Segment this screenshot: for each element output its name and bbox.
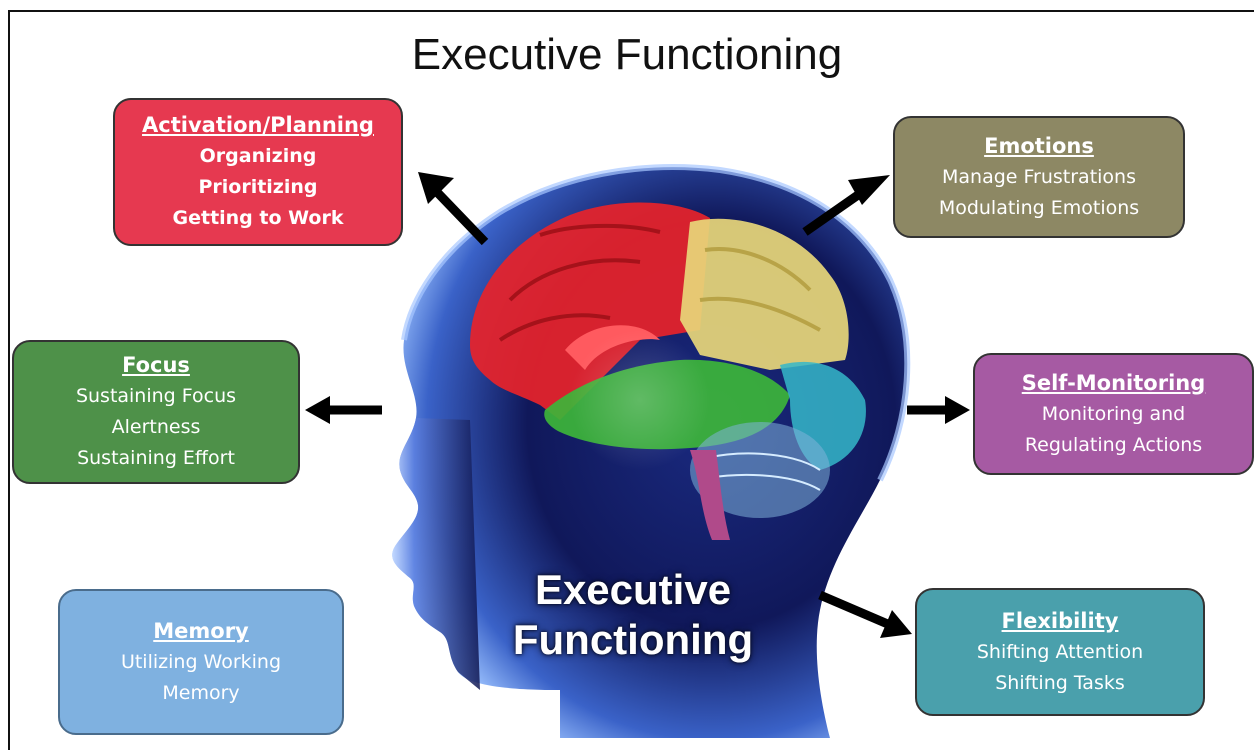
brain-stem (690, 450, 730, 540)
arrows (305, 172, 970, 638)
arrow-emotions (802, 175, 890, 236)
flexibility-box: Flexibility Shifting Attention Shifting … (915, 588, 1205, 716)
box-line: Modulating Emotions (938, 196, 1140, 219)
brain (470, 202, 866, 540)
focus-box: Focus Sustaining Focus Alertness Sustain… (12, 340, 300, 484)
center-label-line2: Functioning (512, 616, 754, 663)
box-line: Sustaining Focus (75, 385, 237, 407)
box-line: Organizing (199, 145, 317, 167)
arrow-focus (305, 396, 382, 424)
box-heading: Focus (122, 353, 190, 377)
center-label: Executive Functioning (468, 565, 798, 665)
box-line: Utilizing Working (120, 650, 282, 673)
box-heading: Memory (153, 618, 249, 643)
box-line: Regulating Actions (1024, 433, 1203, 456)
box-line: Alertness (111, 416, 201, 438)
box-line: Getting to Work (172, 207, 344, 229)
diagram-title: Executive Functioning (411, 30, 843, 79)
box-line: Shifting Tasks (995, 671, 1125, 694)
box-line: Prioritizing (198, 176, 318, 198)
activation-planning-box: Activation/Planning Organizing Prioritiz… (113, 98, 403, 246)
parietal-lobe (680, 218, 849, 370)
box-heading: Self-Monitoring (1021, 370, 1206, 395)
box-line: Sustaining Effort (77, 447, 235, 469)
box-line: Monitoring and (1041, 402, 1186, 425)
box-heading: Emotions (984, 133, 1094, 158)
center-label-line1: Executive (534, 566, 732, 613)
box-line: Shifting Attention (976, 640, 1144, 663)
arrow-flexibility (818, 590, 912, 638)
memory-box: Memory Utilizing Working Memory (58, 589, 344, 735)
frontal-lobe (470, 202, 710, 420)
box-line: Manage Frustrations (941, 165, 1136, 188)
arrow-activation (418, 172, 489, 246)
emotions-box: Emotions Manage Frustrations Modulating … (893, 116, 1185, 238)
cerebellum (690, 422, 830, 518)
box-heading: Flexibility (1001, 608, 1119, 633)
box-line: Memory (162, 681, 240, 704)
self-monitoring-box: Self-Monitoring Monitoring and Regulatin… (973, 353, 1254, 475)
box-heading: Activation/Planning (142, 113, 374, 137)
arrow-self-monitoring (907, 396, 970, 424)
